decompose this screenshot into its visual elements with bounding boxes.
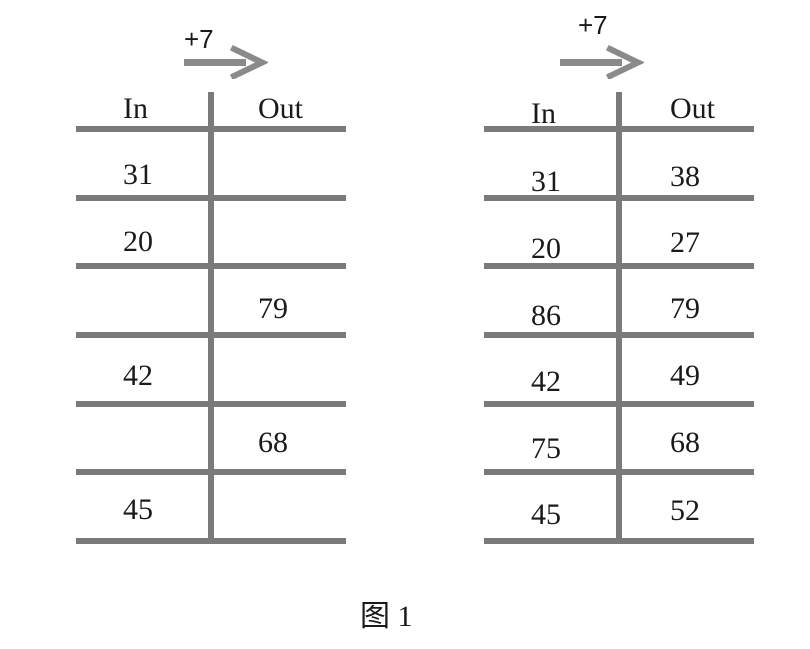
- in-cell: 42: [123, 359, 153, 392]
- row-line: [484, 126, 754, 132]
- row-line: [484, 332, 754, 338]
- row-line: [76, 195, 346, 201]
- out-cell: 27: [670, 226, 700, 259]
- figure-caption: 图 1: [360, 600, 413, 633]
- row-line: [484, 538, 754, 544]
- row-line: [76, 469, 346, 475]
- row-line: [76, 263, 346, 269]
- row-line: [76, 538, 346, 544]
- in-cell: 20: [123, 225, 153, 258]
- out-cell: 52: [670, 494, 700, 527]
- in-header: In: [531, 97, 556, 130]
- in-cell: 75: [531, 432, 561, 465]
- row-line: [76, 401, 346, 407]
- out-cell: 68: [670, 426, 700, 459]
- out-cell: 79: [258, 292, 288, 325]
- in-cell: 42: [531, 365, 561, 398]
- in-cell: 31: [531, 165, 561, 198]
- out-cell: 79: [670, 292, 700, 325]
- in-cell: 45: [531, 498, 561, 531]
- row-line: [484, 401, 754, 407]
- out-cell: 38: [670, 160, 700, 193]
- row-line: [76, 126, 346, 132]
- row-line: [76, 332, 346, 338]
- in-cell: 86: [531, 299, 561, 332]
- in-header: In: [123, 92, 148, 125]
- out-header: Out: [258, 92, 303, 125]
- right-function-table: In Out 31 38 20 27 86 79 42 49 75 68 45 …: [484, 92, 756, 552]
- row-line: [484, 263, 754, 269]
- column-divider: [616, 92, 622, 543]
- out-header: Out: [670, 92, 715, 125]
- out-cell: 49: [670, 359, 700, 392]
- row-line: [484, 469, 754, 475]
- in-cell: 31: [123, 158, 153, 191]
- right-arrow-icon: [184, 45, 268, 79]
- row-line: [484, 195, 754, 201]
- right-arrow-icon: [560, 45, 644, 79]
- right-operation-label: +7: [578, 10, 608, 40]
- column-divider: [208, 92, 214, 543]
- out-cell: 68: [258, 426, 288, 459]
- left-operation-label: +7: [184, 24, 214, 54]
- in-cell: 45: [123, 493, 153, 526]
- in-cell: 20: [531, 232, 561, 265]
- left-function-table: In Out 31 20 79 42 68 45: [76, 92, 348, 552]
